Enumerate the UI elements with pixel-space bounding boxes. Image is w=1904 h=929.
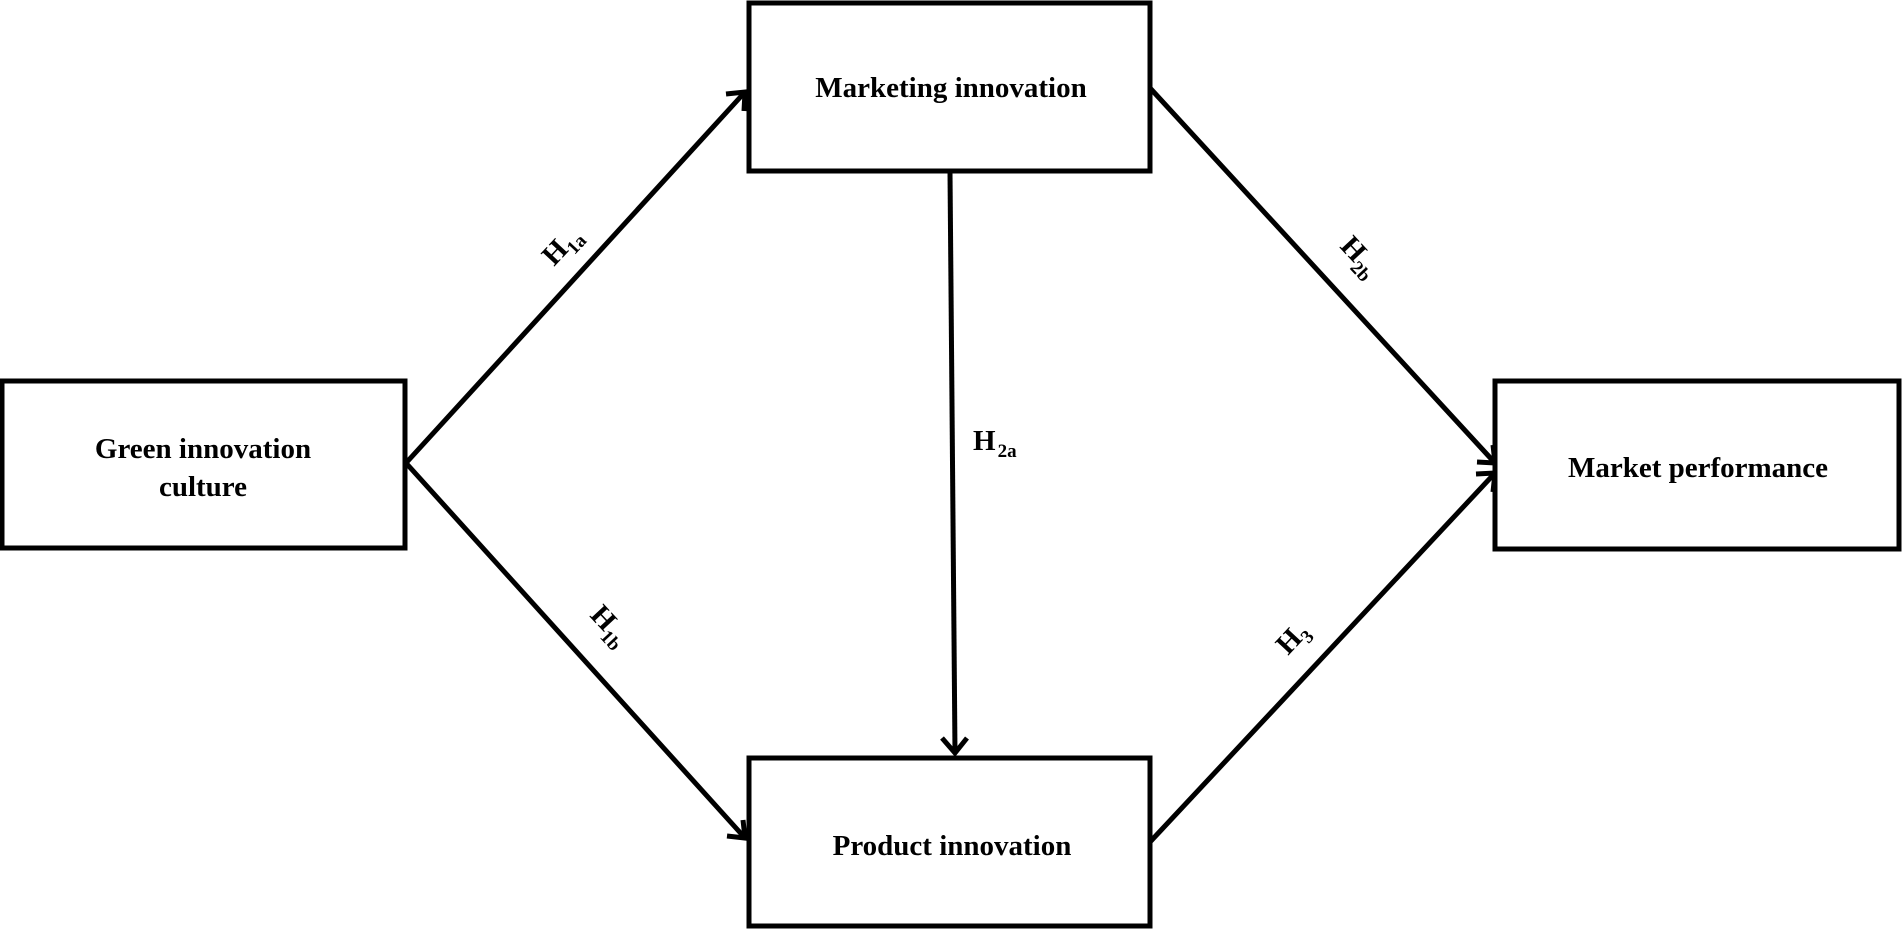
node-label-line-1: Green innovation — [95, 433, 311, 465]
node-label-line-1: Product innovation — [833, 830, 1072, 862]
edge-h1b-arrowhead — [726, 819, 748, 841]
edge-h1a-arrowhead — [725, 89, 748, 112]
node-box — [0, 378, 408, 551]
edge-label-h3: H3 — [1270, 616, 1319, 665]
edge-h2a-arrow — [947, 171, 958, 754]
node-label-line-1: Marketing innovation — [815, 72, 1087, 104]
node-product-innovation: Product innovation — [746, 755, 1153, 929]
edge-h2a-arrowhead — [940, 736, 969, 757]
node-label-line-1: Market performance — [1568, 452, 1828, 484]
node-market-performance: Market performance — [1492, 378, 1902, 552]
edge-h1a-arrow — [404, 90, 747, 465]
edge-h1b-arrow — [404, 461, 747, 840]
edges — [404, 86, 1498, 844]
node-box — [746, 0, 1153, 174]
edge-h3-arrow — [1148, 471, 1497, 844]
node-marketing-innovation: Marketing innovation — [746, 0, 1153, 174]
node-label-line-2: culture — [159, 471, 247, 503]
node-green-innovation-culture: Green innovation culture — [0, 378, 408, 551]
node-box — [746, 755, 1153, 929]
node-box — [1492, 378, 1902, 552]
edge-label-h1b: H1b — [580, 599, 636, 655]
edge-label-h2b: H2b — [1330, 230, 1386, 286]
edge-h2b-arrow — [1148, 86, 1497, 465]
